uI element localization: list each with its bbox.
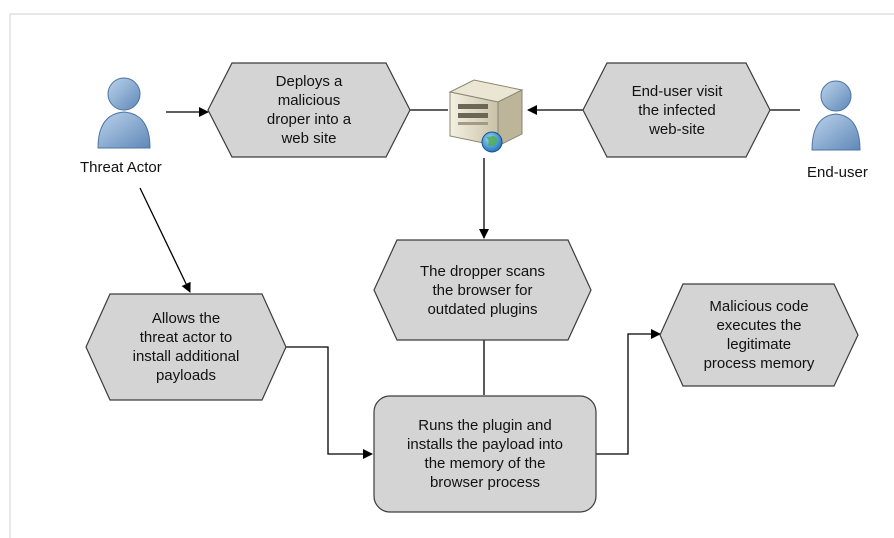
arrow-runs-to-executes	[596, 329, 661, 455]
globe-icon	[481, 131, 503, 153]
arrow-allows-to-runs	[286, 346, 373, 459]
node-executes-shape	[659, 283, 859, 387]
web-server-icon	[448, 79, 524, 147]
node-deploy-shape	[207, 62, 411, 158]
dropper-scans-label: The dropper scans the browser for outdat…	[419, 262, 546, 318]
deploy-dropper-label: Deploys a malicious droper into a web si…	[266, 73, 352, 147]
node-runs-shape	[373, 395, 597, 513]
node-scan-shape	[373, 239, 592, 341]
end-user-user-icon	[811, 80, 861, 151]
arrow-actor-to-allows	[139, 187, 191, 293]
node-visit-shape	[582, 62, 771, 158]
threat-actor-user-icon	[97, 77, 151, 149]
runs-plugin-label: Runs the plugin and installs the payload…	[407, 417, 563, 491]
end-user-visit-label: End-user visit the infected web-site	[631, 82, 723, 138]
node-allows-shape	[85, 293, 287, 401]
malicious-code-label: Malicious code executes the legitimate p…	[703, 298, 815, 372]
threat-actor-label: Threat Actor	[80, 159, 162, 176]
end-user-label: End-user	[807, 164, 868, 181]
allows-payloads-label: Allows the threat actor to install addit…	[132, 310, 240, 384]
